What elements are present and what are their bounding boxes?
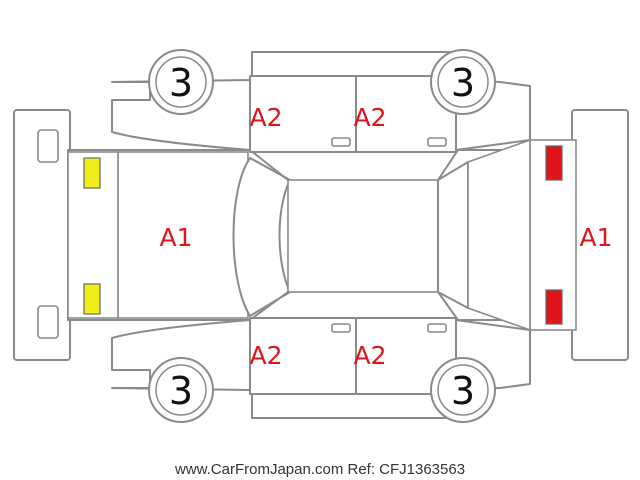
tire-front-left: 3 <box>148 49 214 115</box>
left-side-skirt <box>251 51 455 77</box>
damage-mark-front-bumper: A1 <box>159 223 192 252</box>
damage-mark-front-right-door: A2 <box>249 341 282 370</box>
front-left-door-handle <box>331 137 351 147</box>
front-bumper-sensor-top <box>37 129 59 163</box>
rear-window <box>437 161 469 309</box>
windshield <box>232 157 291 317</box>
damage-mark-rear-left-door: A2 <box>353 103 386 132</box>
tire-front-left-grade: 3 <box>169 61 193 105</box>
tire-front-right-grade: 3 <box>169 369 193 413</box>
rear-lamp-right <box>545 289 563 325</box>
rear-right-door-handle <box>427 323 447 333</box>
tire-rear-left-grade: 3 <box>451 61 475 105</box>
trunk-lid <box>467 138 531 332</box>
front-right-door-handle <box>331 323 351 333</box>
rear-left-door-handle <box>427 137 447 147</box>
tire-rear-right: 3 <box>430 357 496 423</box>
right-side-panel <box>111 317 531 419</box>
hood-panel <box>117 151 249 319</box>
right-side-skirt <box>251 393 455 419</box>
tire-front-right: 3 <box>148 357 214 423</box>
roof-panel <box>287 179 439 293</box>
front-bumper-sensor-bottom <box>37 305 59 339</box>
damage-mark-rear-right-door: A2 <box>353 341 386 370</box>
tire-rear-left: 3 <box>430 49 496 115</box>
front-lamp-left <box>83 157 101 189</box>
damage-mark-front-left-door: A2 <box>249 103 282 132</box>
tire-rear-right-grade: 3 <box>451 369 475 413</box>
front-bumper <box>13 109 71 361</box>
footer-credit: www.CarFromJapan.com Ref: CFJ1363563 <box>174 461 465 478</box>
front-lamp-right <box>83 283 101 315</box>
damage-mark-rear-bumper: A1 <box>579 223 612 252</box>
rear-lamp-left <box>545 145 563 181</box>
